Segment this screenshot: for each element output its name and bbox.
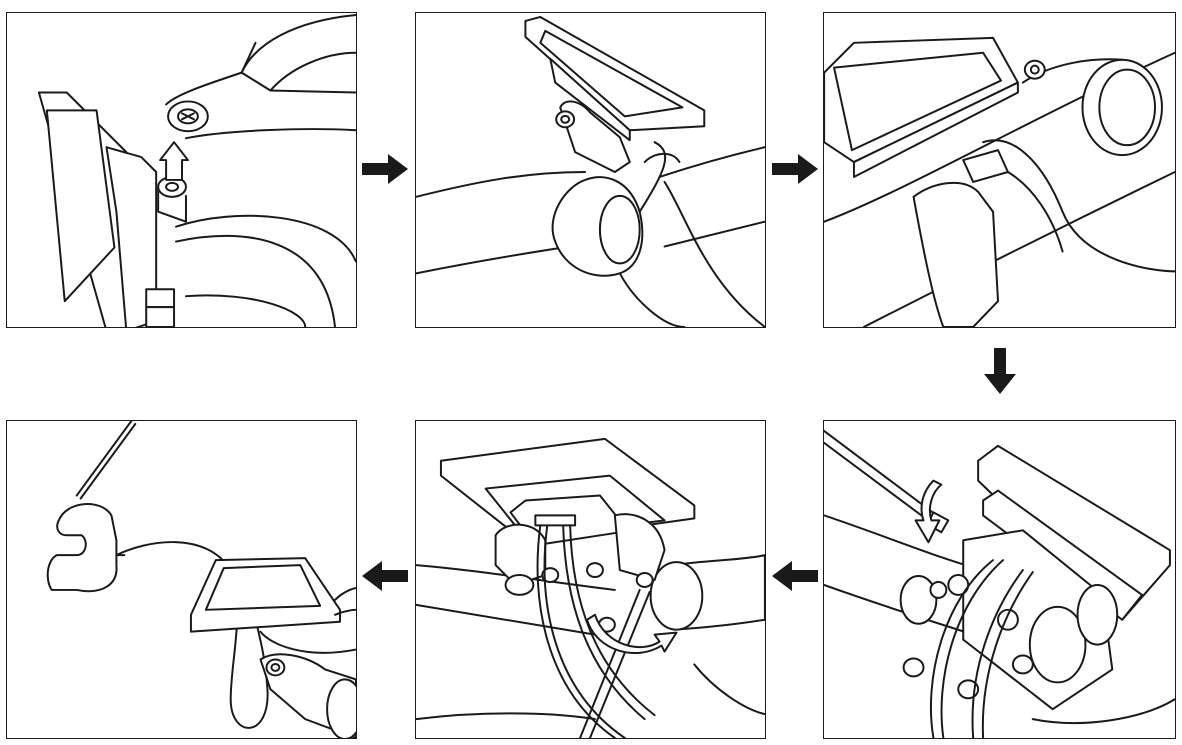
step-1-panel — [6, 12, 357, 328]
step-3-illustration — [824, 36, 1175, 327]
arrow-down-icon — [984, 348, 1016, 394]
step-4-illustration — [824, 429, 1175, 738]
step-5-illustration — [416, 437, 765, 738]
step-4-panel — [823, 420, 1176, 739]
arrow-right-1-to-2 — [362, 154, 408, 184]
arrow-left-icon — [772, 561, 818, 591]
step-6-panel — [6, 420, 357, 739]
arrow-left-4-to-5 — [772, 561, 818, 591]
arrow-right-2-to-3 — [772, 154, 818, 184]
step-6-illustration — [46, 421, 356, 738]
step-1-illustration — [37, 13, 356, 327]
step-3-panel — [823, 12, 1176, 328]
arrow-right-icon — [772, 154, 818, 184]
step-5-panel — [415, 420, 766, 739]
arrow-right-icon — [362, 154, 408, 184]
step-2-illustration — [416, 15, 765, 327]
arrow-left-5-to-6 — [362, 561, 408, 591]
step-2-panel — [415, 12, 766, 328]
arrow-left-icon — [362, 561, 408, 591]
arrow-down-3-to-4 — [984, 348, 1016, 394]
